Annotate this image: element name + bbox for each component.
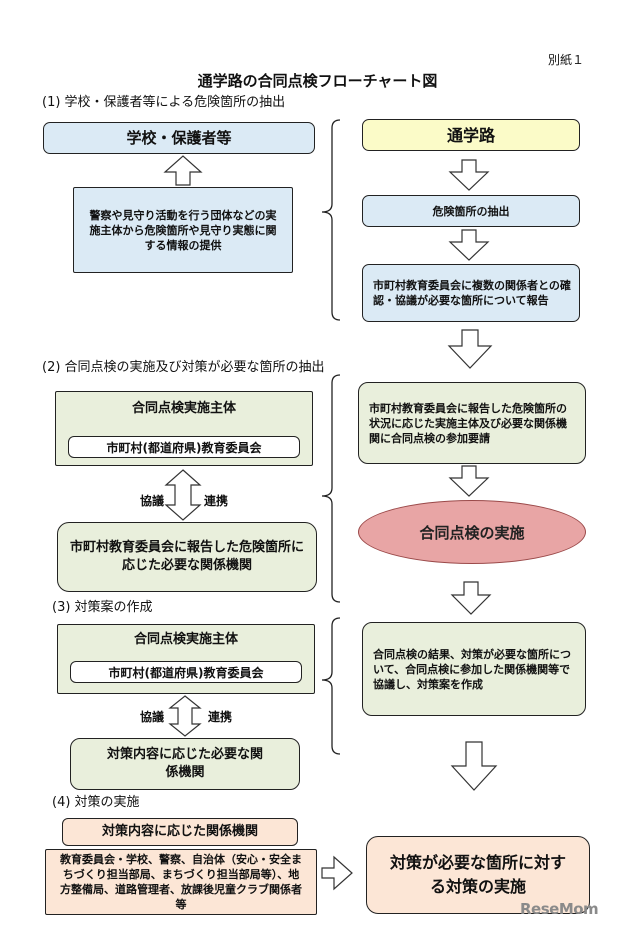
watermark-logo: ReseMom <box>520 900 599 918</box>
down-arrow-2 <box>448 229 490 261</box>
bracket-2 <box>321 374 341 603</box>
joint-inspection-ellipse-label: 合同点検の実施 <box>419 523 525 542</box>
bracket-1 <box>321 119 341 321</box>
down-arrow-6 <box>450 741 498 791</box>
school-guardians-box: 学校・保護者等 <box>43 122 315 154</box>
joint-inspection-body-box-2: 合同点検実施主体 市町村(都道府県)教育委員会 <box>55 391 313 466</box>
report-to-board-box: 市町村教育委員会に複数の関係者との確認・協議が必要な箇所について報告 <box>362 264 580 322</box>
board-of-education-box-3: 市町村(都道府県)教育委員会 <box>70 661 302 683</box>
final-countermeasure-box: 対策が必要な箇所に対する対策の実施 <box>366 836 590 914</box>
attachment-label: 別紙１ <box>548 53 585 67</box>
related-agencies-box-3: 対策内容に応じた必要な関係機関 <box>70 738 300 790</box>
joint-inspection-body-box-3: 合同点検実施主体 市町村(都道府県)教育委員会 <box>57 624 315 694</box>
section-heading-1: (1) 学校・保護者等による危険箇所の抽出 <box>42 95 286 110</box>
cooperate-label-2: 連携 <box>204 494 229 508</box>
down-arrow-1 <box>448 159 490 191</box>
commute-route-box: 通学路 <box>362 119 580 151</box>
consult-label-3: 協議 <box>140 710 165 724</box>
board-of-education-box-2: 市町村(都道府県)教育委員会 <box>68 436 300 458</box>
down-arrow-3 <box>447 329 493 369</box>
section-heading-4: (4) 対策の実施 <box>52 795 140 810</box>
info-provision-box: 警察や見守り活動を行う団体などの実施主体から危険箇所や見守り実態に関する情報の提… <box>73 187 293 273</box>
consult-label-2: 協議 <box>140 494 165 508</box>
section-heading-2: (2) 合同点検の実施及び対策が必要な箇所の抽出 <box>42 360 325 375</box>
section-heading-3: (3) 対策案の作成 <box>52 600 153 615</box>
down-arrow-4 <box>448 465 490 497</box>
right-arrow-final <box>321 855 353 891</box>
joint-inspection-ellipse: 合同点検の実施 <box>358 500 586 564</box>
participation-request-box: 市町村教育委員会に報告した危険箇所の状況に応じた実施主体及び必要な関係機関に合同… <box>358 382 586 464</box>
related-agencies-box-2: 市町村教育委員会に報告した危険箇所に応じた必要な関係機関 <box>57 522 317 592</box>
up-arrow-1 <box>163 155 203 186</box>
agency-list-box: 教育委員会・学校、警察、自治体（安心・安全まちづくり担当部局、まちづくり担当部局… <box>45 849 317 915</box>
bracket-3 <box>321 617 341 755</box>
joint-inspection-body-title-3: 合同点検実施主体 <box>133 632 238 647</box>
cooperate-label-3: 連携 <box>208 710 233 724</box>
hazard-extraction-box: 危険箇所の抽出 <box>362 195 580 227</box>
double-arrow-3 <box>168 695 202 737</box>
joint-inspection-body-title-2: 合同点検実施主体 <box>131 401 236 416</box>
agency-title-box: 対策内容に応じた関係機関 <box>62 818 298 846</box>
page-title: 通学路の合同点検フローチャート図 <box>197 72 438 90</box>
down-arrow-5 <box>450 581 492 615</box>
countermeasure-draft-box: 合同点検の結果、対策が必要な箇所について、合同点検に参加した関係機関等で協議し、… <box>362 622 586 716</box>
double-arrow-2 <box>164 469 202 521</box>
